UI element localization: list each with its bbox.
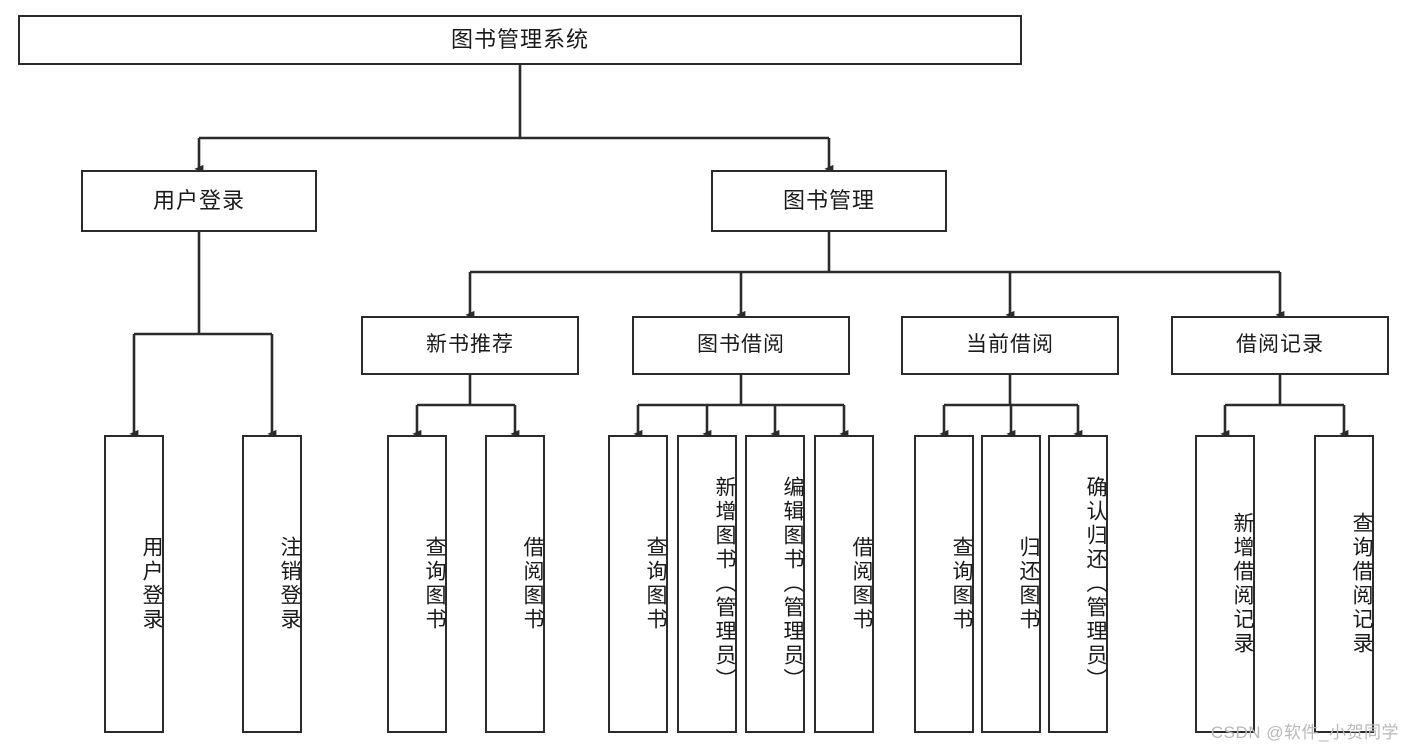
node-records[interactable]: 借阅记录 [1171,316,1389,375]
node-label: 借阅记录 [1236,333,1324,357]
node-label: 查询图书 [423,536,446,632]
node-leaf-9[interactable]: 查询图书 [914,435,974,733]
node-label: 新增借阅记录 [1231,512,1254,656]
node-label: 新增图书（管理员） [713,476,736,692]
node-label: 用户登录 [152,188,245,214]
node-borrow[interactable]: 图书借阅 [632,316,850,375]
node-root[interactable]: 图书管理系统 [18,15,1022,65]
node-label: 图书借阅 [697,333,785,357]
node-label: 用户登录 [140,536,163,632]
node-label: 注销登录 [278,536,301,632]
node-newbooks[interactable]: 新书推荐 [361,316,579,375]
watermark: CSDN @软件_小贺同学 [1210,723,1399,742]
node-leaf-13[interactable]: 查询借阅记录 [1314,435,1374,733]
node-label: 查询借阅记录 [1350,512,1373,656]
node-leaf-6[interactable]: 新增图书（管理员） [677,435,737,733]
node-label: 归还图书 [1017,536,1040,632]
node-label: 查询图书 [950,536,973,632]
node-bookmgmt[interactable]: 图书管理 [711,170,947,232]
node-label: 编辑图书（管理员） [781,476,804,692]
node-label: 确认归还（管理员） [1084,476,1107,692]
node-label: 借阅图书 [521,536,544,632]
node-leaf-1[interactable]: 用户登录 [104,435,164,733]
node-label: 查询图书 [644,536,667,632]
node-leaf-7[interactable]: 编辑图书（管理员） [745,435,805,733]
node-leaf-8[interactable]: 借阅图书 [814,435,874,733]
node-label: 新书推荐 [426,333,514,357]
node-leaf-12[interactable]: 新增借阅记录 [1195,435,1255,733]
node-label: 借阅图书 [850,536,873,632]
node-label: 图书管理 [782,188,875,214]
node-leaf-11[interactable]: 确认归还（管理员） [1048,435,1108,733]
node-label: 当前借阅 [966,333,1054,357]
node-leaf-5[interactable]: 查询图书 [608,435,668,733]
node-label: 图书管理系统 [450,27,589,53]
node-leaf-3[interactable]: 查询图书 [387,435,447,733]
node-leaf-4[interactable]: 借阅图书 [485,435,545,733]
node-login[interactable]: 用户登录 [81,170,317,232]
node-current[interactable]: 当前借阅 [901,316,1119,375]
node-leaf-10[interactable]: 归还图书 [981,435,1041,733]
node-leaf-2[interactable]: 注销登录 [242,435,302,733]
